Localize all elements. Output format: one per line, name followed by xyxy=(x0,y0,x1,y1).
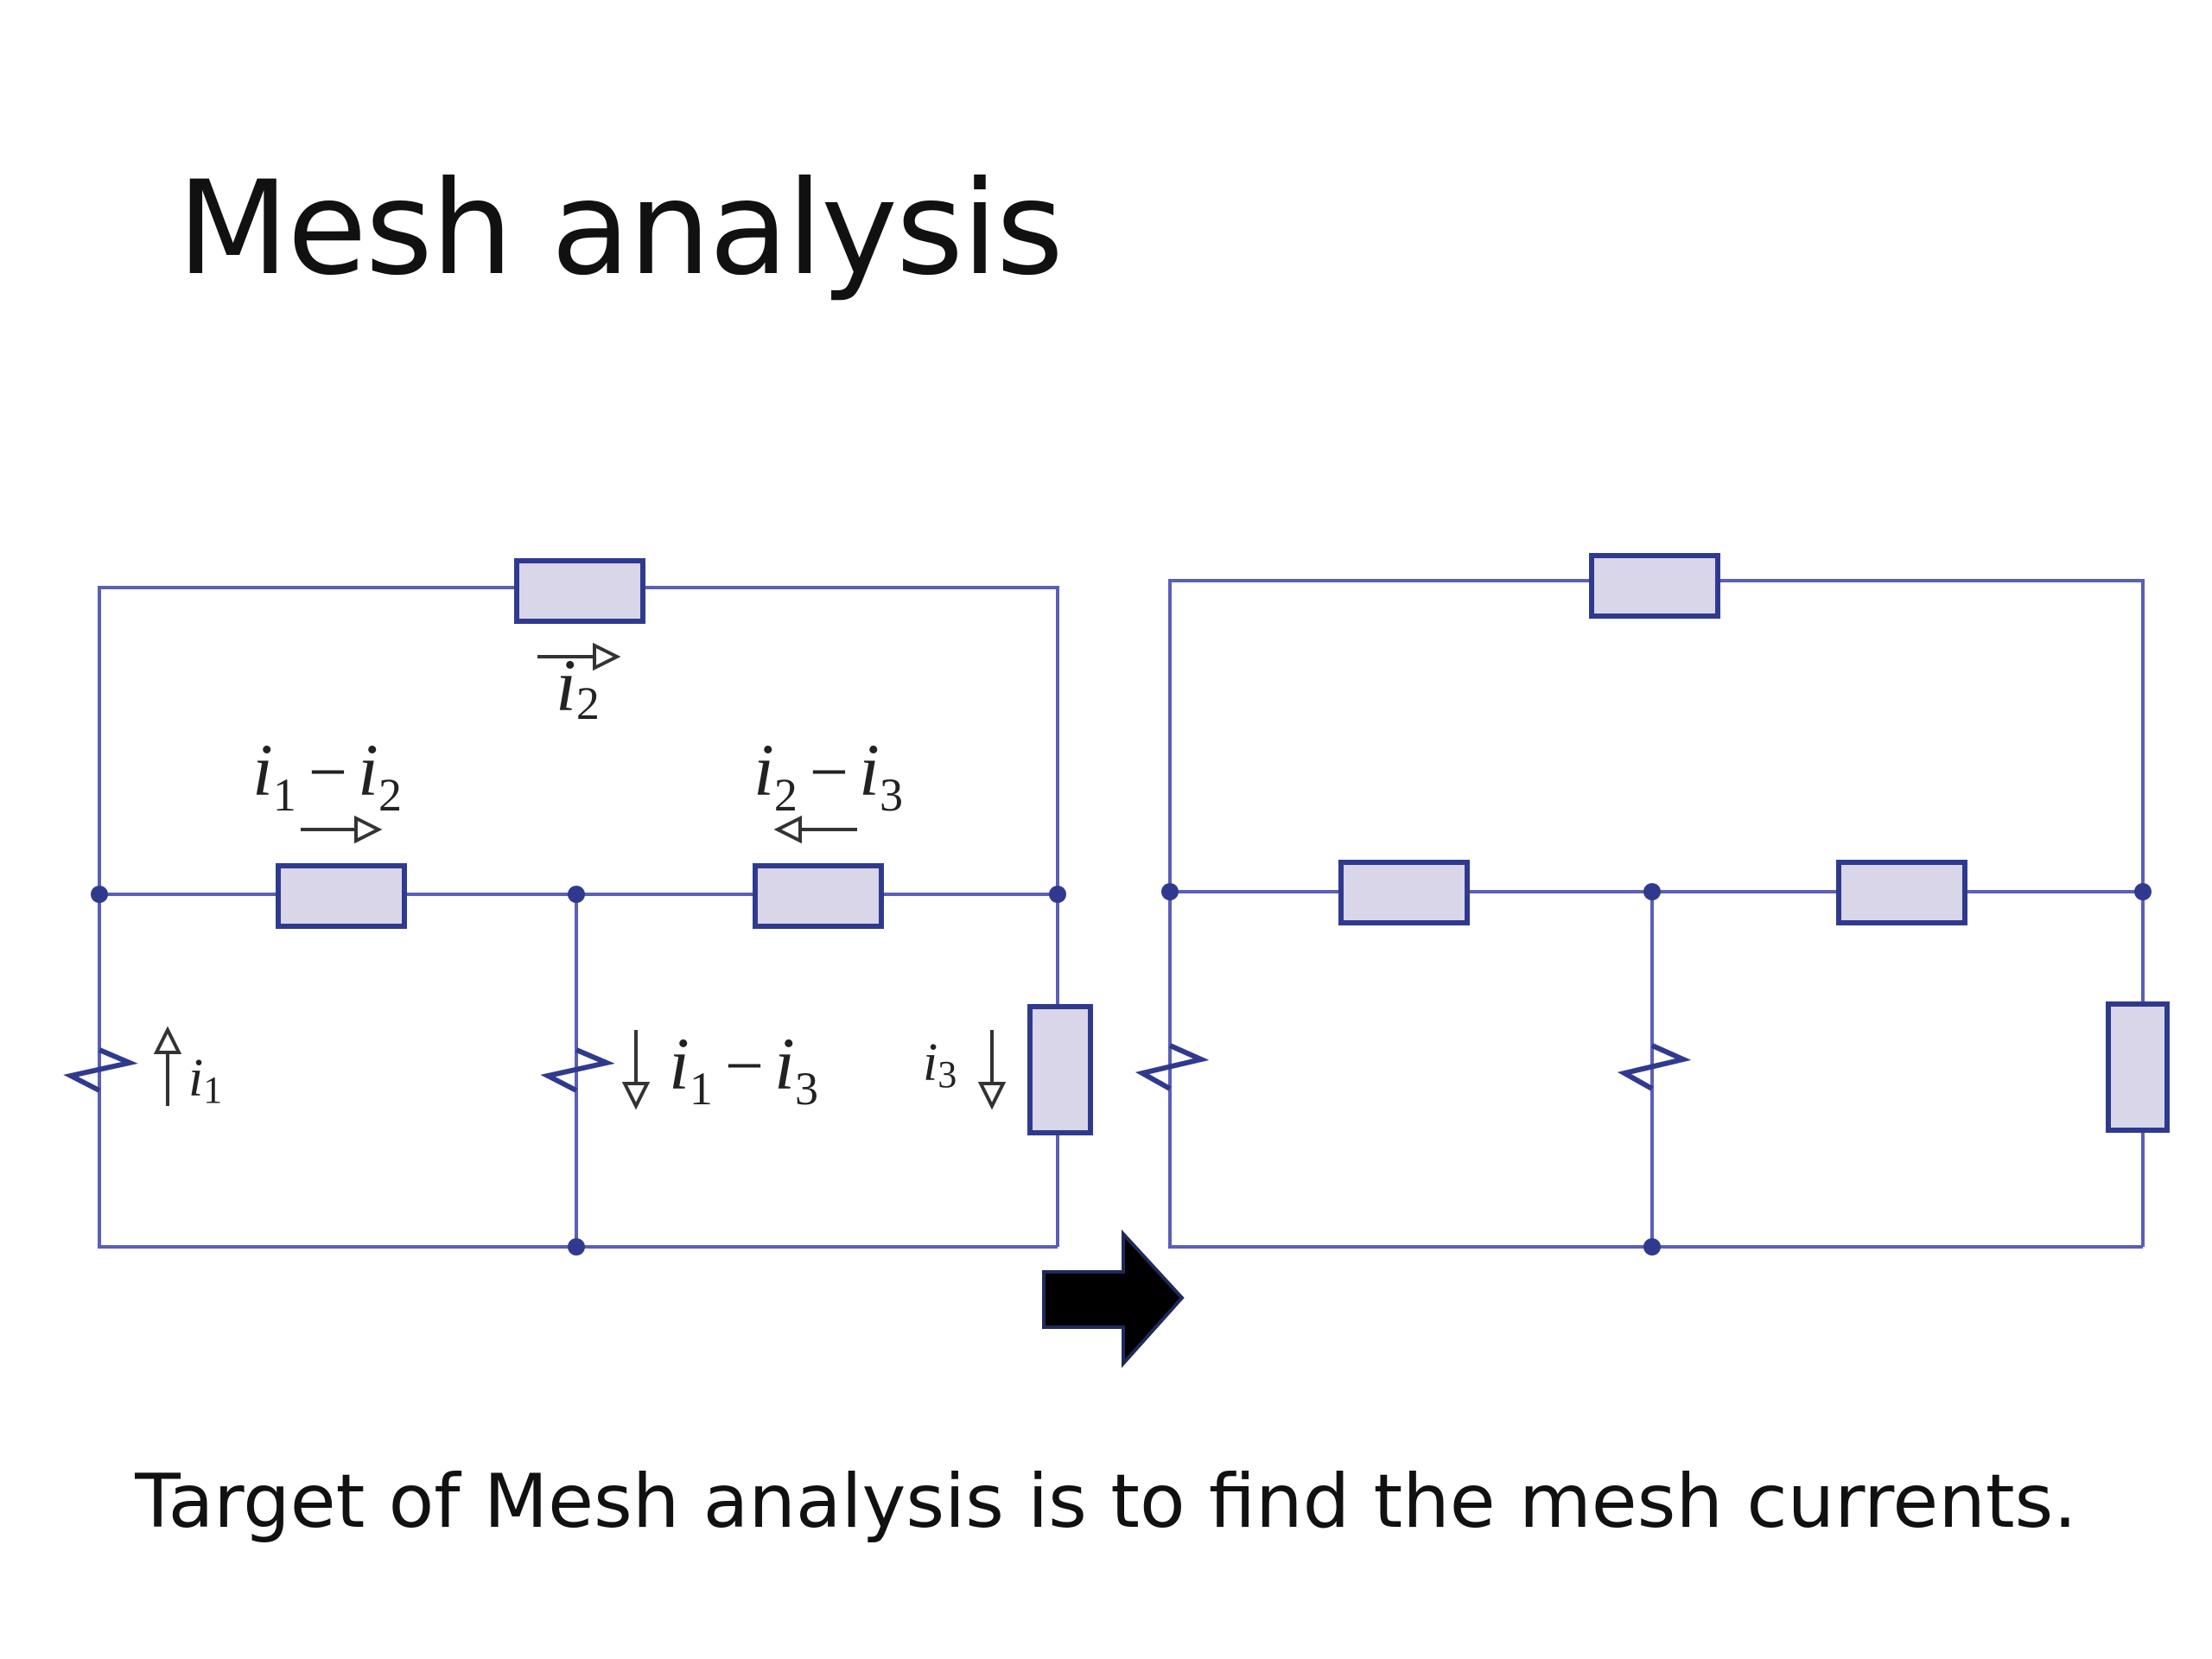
right-resistor-middle-left xyxy=(1338,860,1470,925)
right-source-zigzag-left xyxy=(1135,1043,1210,1091)
slide-title: Mesh analysis xyxy=(177,154,1064,304)
label-i2-minus-i3: i2−i3 xyxy=(753,728,903,821)
right-node-bottom-center xyxy=(1643,1238,1661,1255)
left-source-zigzag-center xyxy=(540,1047,615,1093)
slide-subtitle: Target of Mesh analysis is to find the m… xyxy=(135,1459,2077,1545)
left-wire-outer-top xyxy=(98,586,1059,894)
right-wire-outer-top xyxy=(1168,579,2145,892)
label-i2: i2 xyxy=(556,644,600,729)
right-resistor-middle-right xyxy=(1836,860,1967,925)
right-block-arrow-icon xyxy=(1042,1229,1185,1369)
right-node-middle-left xyxy=(1161,883,1179,900)
left-wire-left-branch xyxy=(98,894,1058,1249)
left-source-zigzag-left xyxy=(63,1047,138,1093)
left-resistor-middle-left xyxy=(276,863,407,929)
right-wire-left-branch xyxy=(1168,892,2143,1249)
left-circuit: i2 i1−i2 i2−i3 i1 i1−i3 i3 xyxy=(63,558,1093,1255)
arrow-i1-minus-i3-down-icon xyxy=(621,1030,651,1110)
left-node-middle-left xyxy=(91,886,108,903)
right-resistor-top xyxy=(1589,553,1720,619)
arrow-i1-minus-i2-right-icon xyxy=(301,815,383,844)
arrow-i3-down-icon xyxy=(977,1030,1007,1110)
label-i3: i3 xyxy=(923,1033,957,1096)
right-circuit xyxy=(1135,553,2170,1255)
left-resistor-right xyxy=(1027,1004,1093,1135)
left-node-middle-right xyxy=(1049,886,1066,903)
left-resistor-middle-right xyxy=(753,863,884,929)
arrow-i1-up-icon xyxy=(153,1026,182,1106)
arrow-i2-right-icon xyxy=(537,642,621,671)
right-source-zigzag-center xyxy=(1617,1043,1692,1091)
arrow-i2-minus-i3-left-icon xyxy=(773,815,857,844)
left-resistor-top xyxy=(514,558,645,624)
right-node-middle-right xyxy=(2134,883,2152,900)
right-node-middle-center xyxy=(1643,883,1661,900)
label-i1-minus-i2: i1−i2 xyxy=(252,728,402,821)
label-i1-minus-i3: i1−i3 xyxy=(669,1022,818,1115)
left-node-middle-center xyxy=(568,886,585,903)
label-i1: i1 xyxy=(188,1049,222,1111)
right-resistor-right xyxy=(2106,1001,2170,1133)
left-node-bottom-center xyxy=(568,1238,585,1255)
